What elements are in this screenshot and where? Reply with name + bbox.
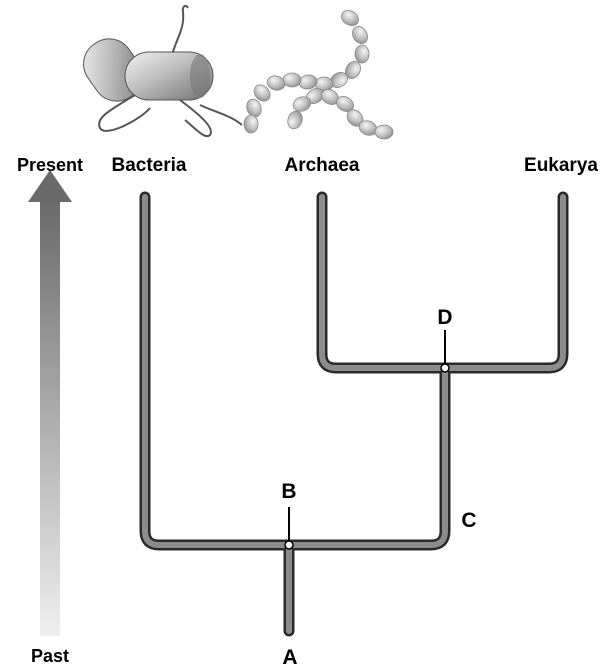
bacteria-label: Bacteria: [112, 155, 187, 176]
archaea-label: Archaea: [285, 155, 360, 176]
present-label: Present: [17, 155, 83, 175]
node-b-label: B: [281, 480, 296, 503]
time-arrow: [28, 170, 72, 636]
tree-branches: [145, 197, 563, 631]
node-a-label: A: [282, 646, 297, 668]
past-label: Past: [31, 646, 69, 666]
eukarya-label: Eukarya: [524, 155, 598, 176]
node-b-marker: [285, 507, 293, 549]
node-d-marker: [441, 330, 449, 372]
node-c-label: C: [461, 509, 476, 532]
node-d-label: D: [437, 306, 452, 329]
bead-chain-archaea-icon: [244, 7, 393, 139]
rod-shaped-bacterium-icon: [74, 6, 242, 136]
